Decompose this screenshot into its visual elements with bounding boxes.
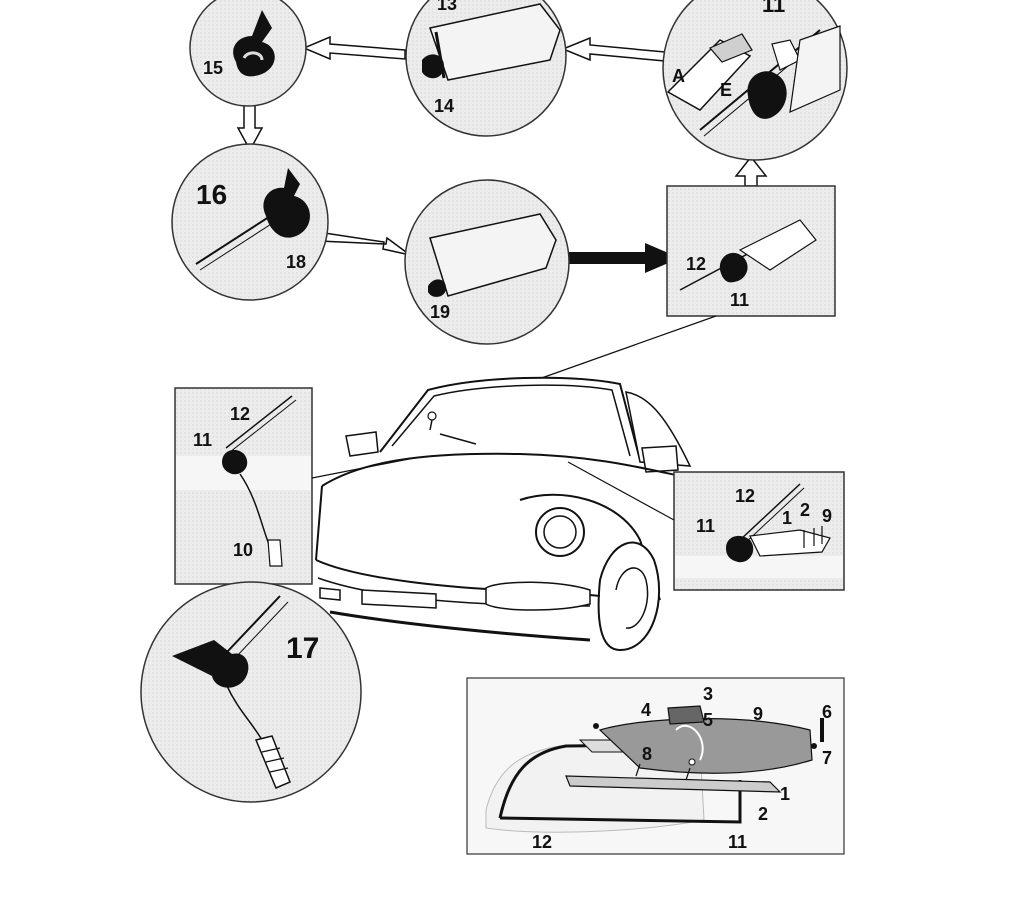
detail-circle-11: 11 A E xyxy=(662,0,848,161)
label-9: 9 xyxy=(753,704,763,724)
arrow-16-to-19 xyxy=(317,231,411,256)
detail-box-left: 12 11 10 xyxy=(174,387,313,585)
label-box-right-1: 1 xyxy=(782,508,792,528)
label-19: 19 xyxy=(430,302,450,322)
label-5: 5 xyxy=(703,710,713,730)
label-box-left-10: 10 xyxy=(233,540,253,560)
detail-box-top: 12 11 xyxy=(666,185,836,317)
detail-circle-17: 17 xyxy=(140,581,362,803)
car-illustration xyxy=(315,376,692,652)
leader-line-right xyxy=(567,461,675,521)
detail-circle-16: 16 18 xyxy=(171,143,329,301)
label-2: 2 xyxy=(758,804,768,824)
leader-line-left xyxy=(311,457,415,479)
label-box-left-11: 11 xyxy=(193,430,212,450)
arrow-box-to-11 xyxy=(734,155,768,187)
arrow-13-to-15 xyxy=(302,35,406,61)
leader-line-roof xyxy=(535,315,717,381)
detail-circle-15: 15 xyxy=(189,0,307,107)
label-11-top: 11 xyxy=(762,0,785,17)
label-12-bottom: 12 xyxy=(532,832,552,852)
label-box-top-12: 12 xyxy=(686,254,706,274)
label-1: 1 xyxy=(780,784,790,804)
label-13: 13 xyxy=(437,0,457,14)
label-E: E xyxy=(720,80,732,100)
label-15: 15 xyxy=(203,58,223,78)
label-box-right-12: 12 xyxy=(735,486,755,506)
label-box-right-9: 9 xyxy=(822,506,832,526)
label-11-bottom: 11 xyxy=(728,832,747,852)
label-7: 7 xyxy=(822,748,832,768)
seal-profile xyxy=(233,10,275,77)
arrow-15-to-16 xyxy=(236,103,264,152)
arrow-11-to-13 xyxy=(561,36,666,62)
heavy-arrow-19-to-box xyxy=(565,243,680,273)
flow-arrows xyxy=(236,35,768,256)
label-box-left-12: 12 xyxy=(230,404,250,424)
label-8: 8 xyxy=(642,744,652,764)
label-box-right-11: 11 xyxy=(696,516,715,536)
detail-circle-13: 13 14 xyxy=(405,0,567,137)
label-16: 16 xyxy=(196,179,227,210)
detail-circle-19: 19 xyxy=(404,179,570,345)
label-4: 4 xyxy=(641,700,651,720)
detail-box-bottom: 4 3 5 9 6 7 8 1 2 12 11 xyxy=(466,677,845,855)
label-18: 18 xyxy=(286,252,306,272)
label-6: 6 xyxy=(822,702,832,722)
label-A: A xyxy=(672,66,685,86)
label-14: 14 xyxy=(434,96,454,116)
detail-box-right: 12 11 1 2 9 xyxy=(673,471,845,591)
label-3: 3 xyxy=(703,684,713,704)
label-box-top-11: 11 xyxy=(730,290,749,310)
label-17: 17 xyxy=(286,632,319,665)
label-box-right-2: 2 xyxy=(800,500,810,520)
